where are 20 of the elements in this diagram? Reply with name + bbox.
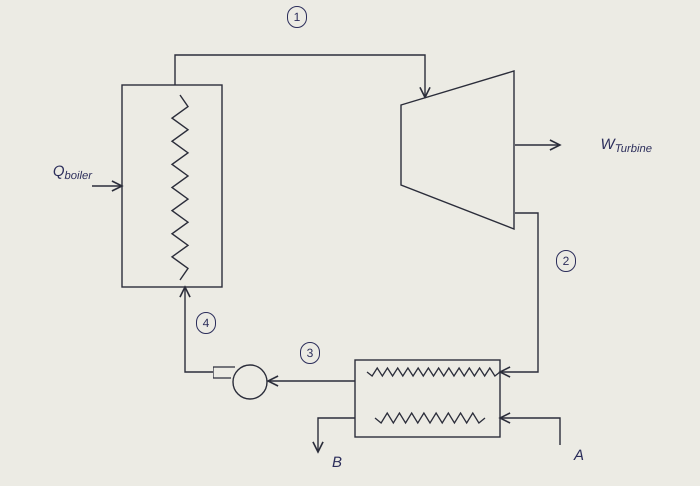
flow-arrow [499,412,561,445]
stream-label: W$_{Turbine}$ [560,132,652,158]
boiler-drawing [122,85,222,287]
flow-arrow [174,54,431,98]
turbine-drawing [400,70,515,230]
flow-arrow [92,180,123,192]
state-number: 1 [287,6,307,28]
flow-arrow [312,417,355,453]
flow-arrow [515,139,561,151]
stream-label: A [554,445,584,467]
state-number: 3 [300,342,320,364]
stream-label: Q$_{boiler}$ [14,158,92,186]
condenser-drawing [355,360,500,437]
stream-label: B [312,452,342,474]
flow-arrow [499,212,539,378]
flow-arrow [179,286,213,373]
state-number: 2 [556,250,576,272]
flow-arrow [267,375,355,387]
state-number: 4 [196,312,216,334]
pump-drawing [213,364,268,400]
